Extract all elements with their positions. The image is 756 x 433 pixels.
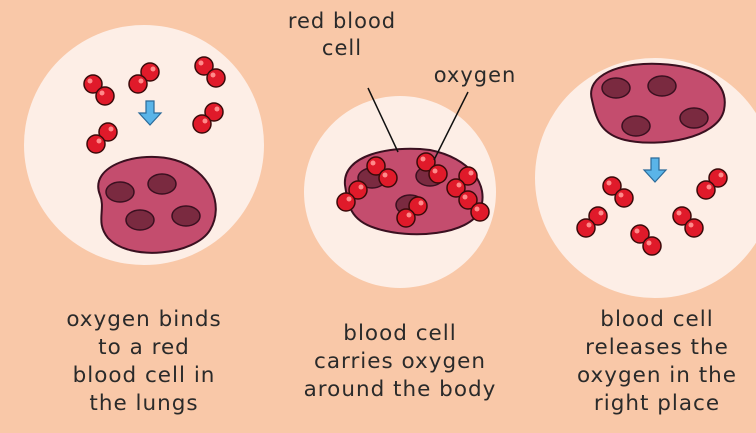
oxygen-label: oxygen (420, 62, 530, 89)
step-3-panel (535, 58, 756, 298)
red-blood-cell-icon (98, 157, 216, 253)
step-2-panel (304, 88, 496, 288)
red-blood-cell-label: red blood cell (262, 8, 422, 62)
step-1-panel (24, 25, 264, 265)
step-3-caption: blood cell releases the oxygen in the ri… (560, 306, 754, 418)
step-1-caption: oxygen binds to a red blood cell in the … (44, 306, 244, 418)
red-blood-cell-icon (591, 64, 725, 143)
step-2-caption: blood cell carries oxygen around the bod… (290, 320, 510, 404)
